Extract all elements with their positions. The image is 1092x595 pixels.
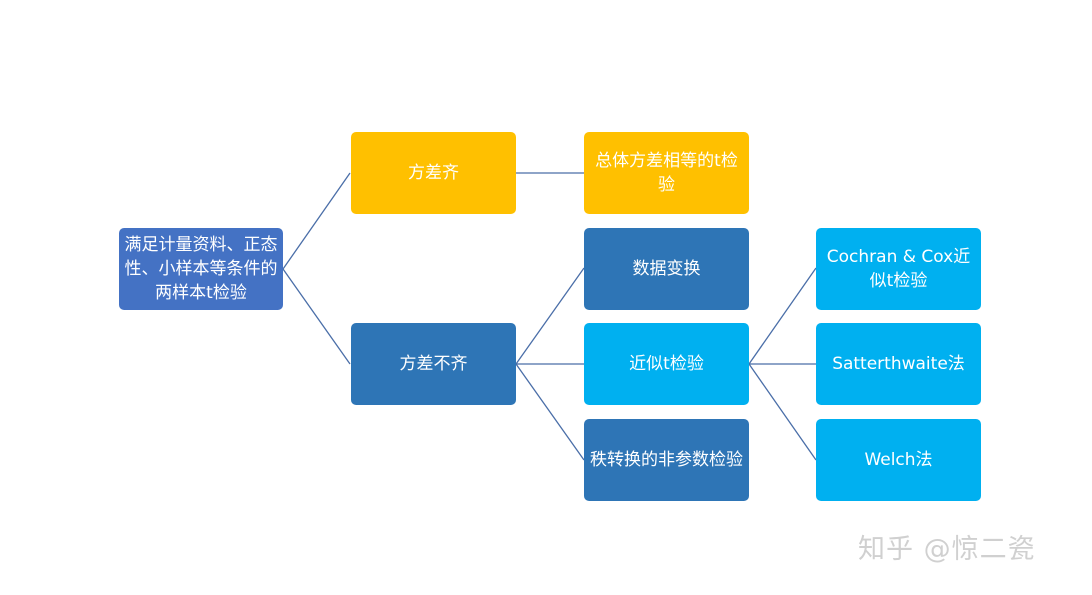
node-data-transform: 数据变换 [584,228,749,310]
node-unequal-variance: 方差不齐 [351,323,516,405]
node-approx-t-test: 近似t检验 [584,323,749,405]
line-unequal-to-transform [515,267,585,365]
node-welch: Welch法 [816,419,981,501]
line-root-to-equal [282,172,351,270]
watermark: 知乎 @惊二瓷 [858,534,1036,565]
node-equal-variance: 方差齐 [351,132,516,214]
node-approx-t-test-label: 近似t检验 [629,354,704,374]
node-welch-label: Welch法 [864,450,933,470]
node-satterthwaite-label: Satterthwaite法 [832,354,965,374]
node-equal-variance-test: 总体方差相等的t检验 [584,132,749,214]
node-data-transform-label: 数据变换 [632,259,701,279]
line-unequal-to-rank [515,363,585,461]
line-approx-to-cochran [748,267,817,365]
node-rank-test-label: 秩转换的非参数检验 [590,450,743,470]
node-unequal-variance-label: 方差不齐 [399,354,468,374]
line-root-to-unequal [282,268,351,365]
node-equal-variance-label: 方差齐 [408,163,459,183]
node-cochran-cox: Cochran & Cox近似t检验 [816,228,981,310]
node-equal-variance-test-label: 总体方差相等的t检验 [595,151,738,195]
line-approx-to-welch [748,363,817,461]
node-rank-test: 秩转换的非参数检验 [584,419,749,501]
node-cochran-cox-label: Cochran & Cox近似t检验 [826,247,971,291]
node-root: 满足计量资料、正态性、小样本等条件的两样本t检验 [119,228,283,310]
node-root-label: 满足计量资料、正态性、小样本等条件的两样本t检验 [124,235,278,303]
node-satterthwaite: Satterthwaite法 [816,323,981,405]
